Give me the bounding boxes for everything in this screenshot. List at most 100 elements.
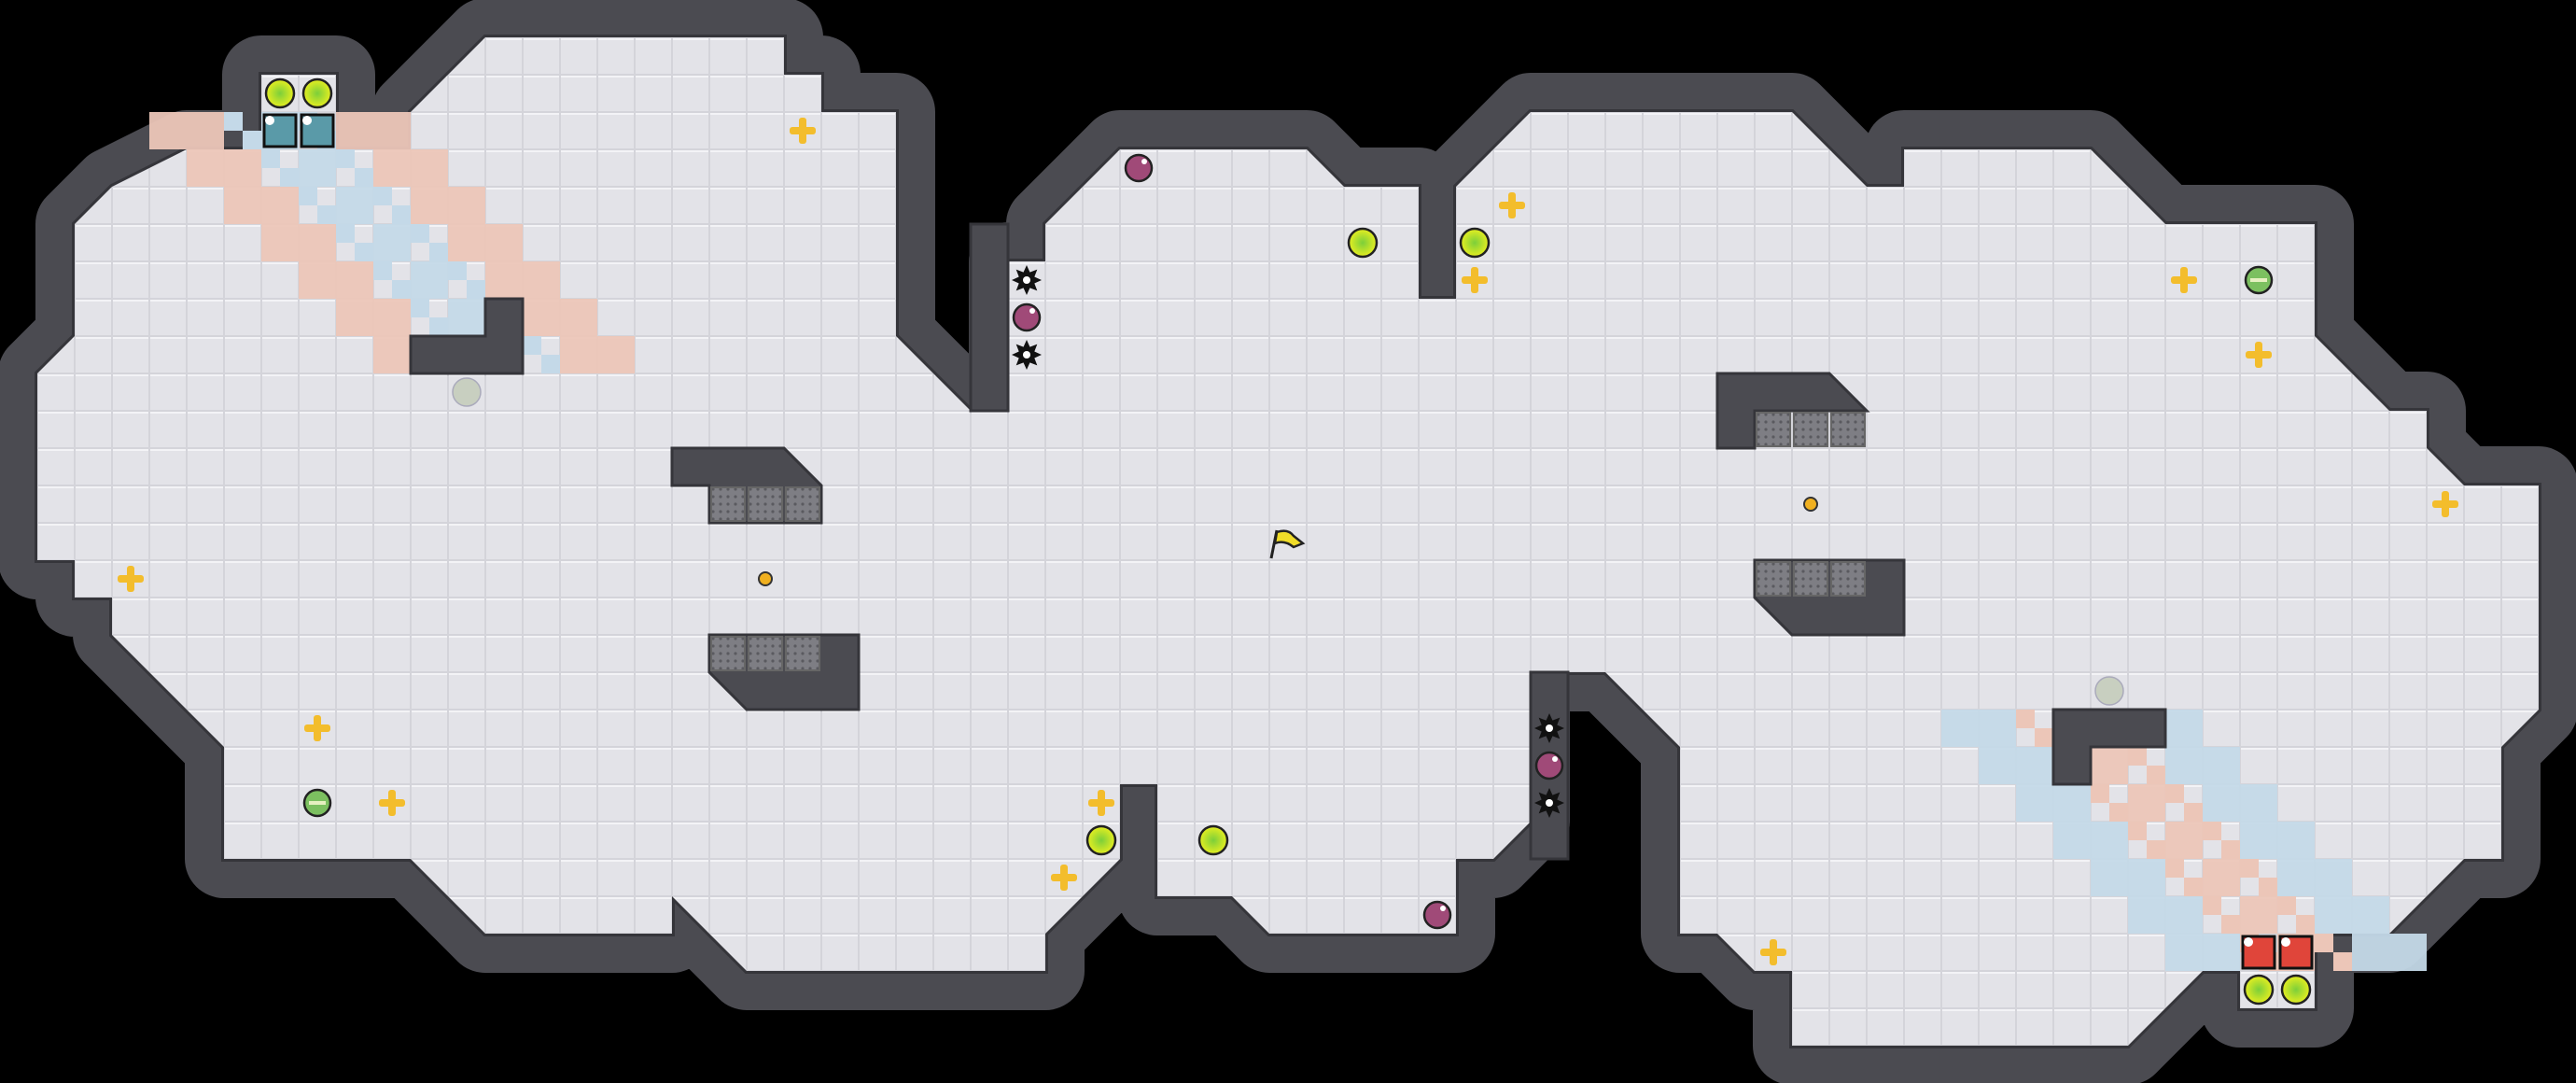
team-tile-red-side (2277, 859, 2315, 896)
powerup-icon (1085, 824, 1117, 856)
checker-tile (317, 205, 336, 224)
button-icon (758, 571, 773, 586)
powerup-icon (1459, 227, 1491, 259)
team-tile-red-side (2277, 822, 2315, 859)
team-tile-blue-side (485, 261, 523, 299)
team-tile-blue-side (523, 261, 560, 299)
bomb-shine (1029, 308, 1035, 314)
team-tile-blue-side (149, 112, 187, 149)
checker-tile (2165, 784, 2184, 803)
boost-bar (2255, 342, 2262, 368)
team-tile-blue-side (411, 261, 448, 299)
boost-bar (2442, 491, 2449, 517)
marsball-stripe (2250, 278, 2267, 282)
team-tile-blue-side (336, 261, 373, 299)
boost-bar (1770, 939, 1777, 965)
inner-wall (670, 446, 823, 525)
team-tile-blue-side (411, 187, 448, 224)
checker-tile (429, 317, 448, 336)
empty-powerup-icon (2094, 676, 2124, 706)
bomb-body (1124, 153, 1154, 183)
rolling-bomb-icon (1124, 153, 1154, 183)
boost-bar (799, 118, 806, 144)
red-goal-gate-shine (2281, 937, 2290, 947)
checker-tile (2147, 840, 2165, 859)
spike-icon (1012, 340, 1042, 370)
team-tile-red-side (2352, 934, 2389, 971)
checker-tile (448, 261, 467, 280)
team-tile-blue-side (448, 187, 485, 224)
spike-center (1546, 724, 1553, 732)
yellow-flag-icon (1269, 529, 1306, 559)
grate-tile (1756, 412, 1791, 447)
boost-bar (1098, 790, 1105, 816)
powerup-icon (2243, 974, 2275, 1006)
boost-bar (1471, 267, 1478, 293)
team-tile-red-side (1979, 747, 2016, 784)
team-tile-blue-side (224, 187, 261, 224)
inner-wall (969, 222, 1010, 413)
checker-tile (261, 149, 280, 168)
bomb-shine (1552, 756, 1558, 762)
grate-tile (785, 636, 820, 671)
team-tile-blue-side (448, 224, 485, 261)
powerup-icon (1197, 824, 1229, 856)
team-tile-red-side (2091, 859, 2128, 896)
grate-tile (1793, 412, 1828, 447)
checker-tile (2315, 934, 2333, 952)
red-goal-gate (2241, 935, 2276, 970)
boost-icon (790, 118, 816, 144)
checker-tile (280, 168, 299, 187)
team-tile-red-side (2203, 747, 2240, 784)
bomb-shine (1440, 906, 1446, 911)
checker-tile (2221, 840, 2240, 859)
team-tile-red-side (2240, 896, 2277, 934)
team-tile-blue-side (373, 149, 411, 187)
team-tile-red-side (2165, 747, 2203, 784)
checker-tile (224, 112, 243, 131)
inner-wall (1753, 558, 1906, 637)
blue-goal-gate (300, 113, 335, 148)
spike-center (1546, 799, 1553, 807)
team-tile-blue-side (299, 149, 336, 187)
boost-bar (1508, 192, 1516, 218)
map-items (118, 77, 2458, 1006)
grate-tile (1830, 412, 1866, 447)
team-tile-red-side (2165, 822, 2203, 859)
marsball-icon (302, 788, 332, 818)
team-tiles (149, 112, 2427, 971)
checker-tile (355, 168, 373, 187)
grate-tile (748, 636, 783, 671)
boost-bar (314, 715, 321, 741)
checker-tile (2184, 803, 2203, 822)
spike-center (1023, 276, 1030, 284)
checker-tile (429, 243, 448, 261)
team-tile-red-side (2128, 896, 2165, 934)
team-tile-red-side (2315, 896, 2352, 934)
grate-tile (748, 486, 783, 522)
button-icon (1803, 497, 1818, 512)
team-tile-blue-side (187, 149, 224, 187)
checker-tile (411, 224, 429, 243)
team-tile-blue-side (597, 336, 635, 373)
inner-wall (409, 297, 525, 375)
team-tile-blue-side (336, 112, 373, 149)
team-tile-red-side (2165, 710, 2203, 747)
bomb-body (1534, 751, 1564, 781)
powerup-icon (1347, 227, 1379, 259)
checker-tile (411, 299, 429, 317)
checker-tile (2091, 784, 2109, 803)
team-tile-blue-side (299, 224, 336, 261)
rolling-bomb-icon (1012, 302, 1042, 332)
checker-tile (2109, 803, 2128, 822)
team-tile-blue-side (224, 149, 261, 187)
checker-tile (2147, 766, 2165, 784)
flag-cloth (1273, 529, 1306, 549)
checker-tile (2016, 710, 2035, 728)
team-tile-blue-side (373, 299, 411, 336)
checker-tile (2184, 878, 2203, 896)
team-tile-blue-side (299, 261, 336, 299)
team-tile-blue-side (373, 112, 411, 149)
team-tile-red-side (2352, 896, 2389, 934)
